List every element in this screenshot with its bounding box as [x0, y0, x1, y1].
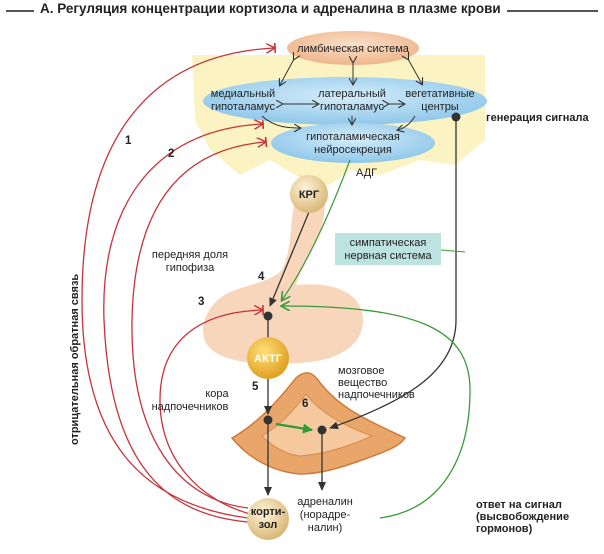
neurosecretion-node	[271, 123, 435, 163]
anterior-pituitary-label-2: гипофиза	[166, 262, 215, 274]
step-number-2: 2	[168, 148, 174, 160]
krg-node	[290, 175, 328, 213]
adg-label: АДГ	[356, 167, 377, 179]
adrenal-medulla	[261, 393, 374, 457]
adrenaline-label-3: налин)	[308, 522, 343, 534]
feedback-path-2	[103, 124, 262, 523]
actg-node	[247, 337, 289, 379]
arrow-limbic-medial	[280, 59, 294, 85]
step-number-1: 1	[125, 135, 132, 147]
medial-hypothalamus-label-1: медиальный	[211, 88, 275, 100]
arrow-limbic-vegetative	[408, 59, 422, 84]
adg-path	[282, 159, 351, 300]
krg-label: КРГ	[299, 189, 320, 201]
medulla-label-3: надпочечников	[338, 389, 415, 401]
neurosecretion-label-2: нейросекреция	[314, 144, 392, 156]
cortisol-label-2: зол	[259, 519, 278, 531]
actg-label: АКТГ	[254, 353, 283, 365]
pituitary-dot	[263, 311, 273, 321]
figure-title: А. Регуляция концентрации кортизола и ад…	[34, 1, 507, 16]
krg-to-pituitary-line	[269, 211, 310, 307]
cortex-dot	[263, 415, 273, 425]
vegetative-centers-label-1: вегетативные	[405, 88, 474, 100]
response-label-3: гормонов)	[476, 523, 533, 535]
sympathetic-label-2: нервная система	[344, 250, 432, 262]
lateral-hypothalamus-label-2: гипоталамус	[320, 101, 385, 113]
response-label-1: ответ на сигнал	[476, 499, 562, 511]
sympathetic-label-1: симпатическая	[350, 237, 427, 249]
signal-generation-label: генерация сигнала	[486, 112, 590, 124]
hypothalamus-node	[203, 77, 487, 125]
feedback-path-4	[159, 310, 262, 515]
step-number-6: 6	[302, 398, 308, 410]
feedback-path-3	[131, 142, 265, 509]
step-number-4: 4	[258, 271, 265, 283]
arrow-vegetative-neuro	[398, 115, 416, 130]
figure-header: А. Регуляция концентрации кортизола и ад…	[6, 0, 598, 22]
signal-generation-path	[329, 117, 457, 430]
medial-hypothalamus-label-2: гипоталамус	[211, 101, 276, 113]
cortisol-node	[247, 498, 289, 540]
medulla-label-1: мозговое	[338, 365, 384, 377]
pituitary-shape	[203, 175, 363, 365]
arrow-medial-neuro	[261, 115, 300, 128]
step-number-3: 3	[198, 296, 204, 308]
sympathetic-box	[335, 233, 441, 265]
anterior-pituitary-label-1: передняя доля	[152, 249, 228, 261]
limbic-label: лимбическая система	[297, 43, 410, 55]
limbic-system-node	[287, 31, 419, 65]
cortex-to-medulla-arrow	[275, 422, 313, 434]
adrenaline-feedback-path	[282, 306, 471, 519]
cortex-label-1: кора	[205, 388, 229, 400]
neurosecretion-label-1: гипоталамическая	[306, 131, 400, 143]
feedback-side-label: отрицательная обратная связь	[69, 274, 81, 445]
cortisol-label-1: корти-	[251, 506, 286, 518]
vegetative-centers-label-2: центры	[421, 101, 459, 113]
medulla-dot	[317, 425, 327, 435]
cortex-label-2: надпочечников	[152, 401, 229, 413]
adrenaline-label-2: (норадре-	[300, 509, 351, 521]
lateral-hypothalamus-label-1: латеральный	[318, 88, 386, 100]
sympathetic-pointer	[440, 249, 466, 253]
step-number-5: 5	[252, 381, 259, 393]
response-label-2: (высвобождение	[476, 511, 569, 523]
medulla-label-2: вещество	[338, 377, 387, 389]
adrenaline-label-1: адреналин	[297, 496, 353, 508]
